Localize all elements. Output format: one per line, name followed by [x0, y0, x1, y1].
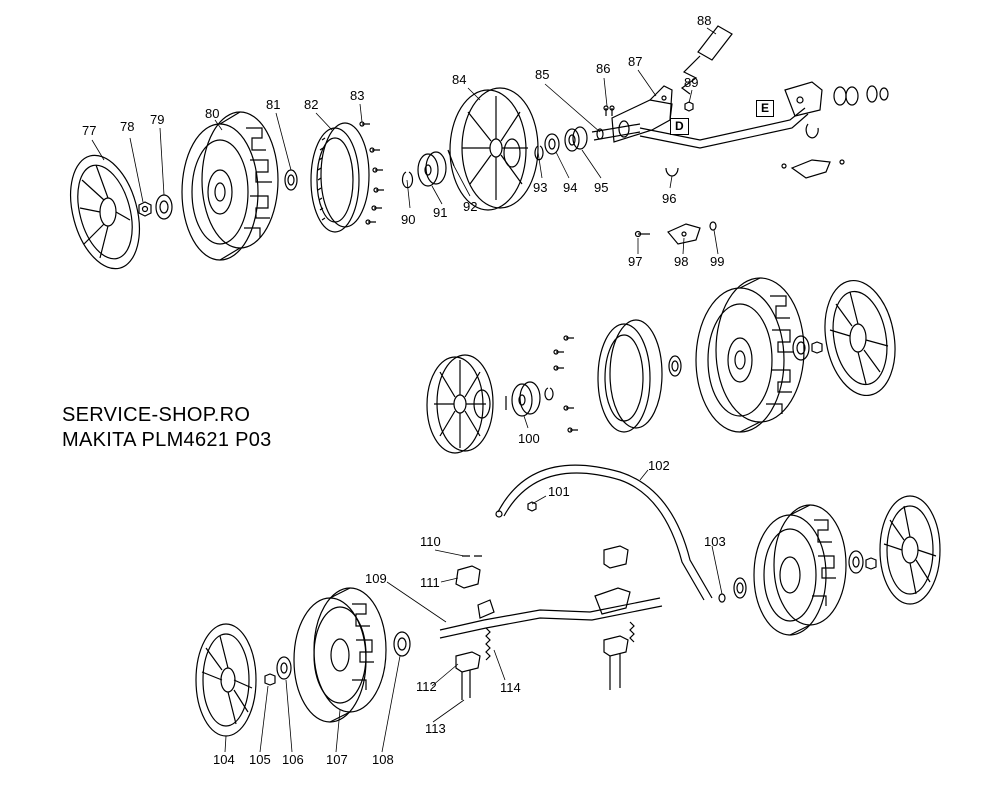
- hubcap-right-bottom: [879, 495, 941, 605]
- callout-79: 79: [150, 112, 165, 127]
- cover-disc-100: [426, 354, 494, 454]
- bolt-97: [634, 230, 650, 238]
- callout-101: 101: [548, 484, 570, 499]
- nut-89: [684, 101, 694, 112]
- caption-site: SERVICE-SHOP.RO: [62, 404, 251, 426]
- nut-101: [527, 501, 537, 512]
- callout-77: 77: [82, 123, 97, 138]
- spring-114: [485, 621, 635, 661]
- bearing-nut-right-bottom: [848, 550, 877, 574]
- washer-99: [709, 221, 717, 231]
- callout-93: 93: [533, 180, 548, 195]
- callout-114: 114: [500, 680, 521, 695]
- hubcap-104: [195, 623, 257, 737]
- callout-99: 99: [710, 254, 725, 269]
- right-bracket: [784, 81, 823, 139]
- callout-84: 84: [452, 72, 467, 87]
- marker-e: E: [756, 100, 775, 117]
- clip-96: [665, 167, 679, 177]
- callout-100: 100: [518, 431, 540, 446]
- clamp-set: [781, 159, 845, 179]
- callout-110: 110: [420, 534, 441, 549]
- callout-89: 89: [684, 75, 699, 90]
- bearing-middle-right: [792, 335, 823, 361]
- bearing-right-bottom: [733, 577, 747, 599]
- callout-109: 109: [365, 571, 387, 586]
- callout-102: 102: [648, 458, 670, 473]
- callout-82: 82: [304, 97, 319, 112]
- screws-86: [603, 105, 615, 116]
- right-bushings: [833, 85, 889, 106]
- shaft-85: [591, 120, 641, 141]
- ring-gear-middle: [597, 319, 663, 433]
- callout-107: 107: [326, 752, 348, 767]
- wheel-middle: [695, 277, 805, 433]
- washer-103: [718, 593, 726, 603]
- mount-110-111: [455, 555, 482, 589]
- callout-103: 103: [704, 534, 726, 549]
- callout-92: 92: [463, 199, 478, 214]
- screws-middle: [553, 335, 578, 433]
- axle-rod: [639, 107, 809, 149]
- callout-91: 91: [433, 205, 448, 220]
- cover-disc-84: [449, 87, 539, 211]
- callout-111: 111: [420, 575, 440, 590]
- callout-94: 94: [563, 180, 578, 195]
- callout-95: 95: [594, 180, 609, 195]
- bearing-108: [393, 631, 411, 657]
- callout-78: 78: [120, 119, 135, 134]
- callout-80: 80: [205, 106, 220, 121]
- callout-104: 104: [213, 752, 235, 767]
- callout-112: 112: [416, 679, 437, 694]
- wheel-107: [293, 587, 387, 723]
- pinion-91: [417, 151, 447, 187]
- ring-gear-82: [310, 122, 370, 233]
- lever-88: [680, 25, 733, 95]
- mount-right: [603, 545, 629, 690]
- caption-model: MAKITA PLM4621 P03: [62, 429, 272, 451]
- washer-94: [544, 133, 560, 155]
- callout-105: 105: [249, 752, 271, 767]
- bearing-79: [155, 194, 173, 220]
- callout-88: 88: [697, 13, 712, 28]
- clamp-98: [667, 223, 701, 245]
- callout-96: 96: [662, 191, 677, 206]
- callout-106: 106: [282, 752, 304, 767]
- bearing-middle: [668, 355, 682, 377]
- nut-105: [264, 673, 276, 686]
- callout-86: 86: [596, 61, 611, 76]
- marker-d: D: [670, 118, 689, 135]
- wheel-right-bottom: [753, 504, 847, 636]
- mount-112: [455, 651, 481, 700]
- callout-81: 81: [266, 97, 281, 112]
- callout-85: 85: [535, 67, 550, 82]
- wheel-80: [181, 111, 279, 261]
- bushing-95: [564, 126, 588, 152]
- hubcap-77: [70, 154, 140, 270]
- rear-axle: [439, 587, 663, 639]
- pin-92: [447, 149, 455, 167]
- pinion-gear: [505, 381, 554, 417]
- callout-90: 90: [401, 212, 416, 227]
- bearing-81: [284, 169, 298, 191]
- callout-83: 83: [350, 88, 365, 103]
- nut-78: [138, 201, 152, 217]
- callout-97: 97: [628, 254, 643, 269]
- leader-lines: [91, 27, 723, 753]
- hubcap-middle: [824, 279, 896, 397]
- bracket-87: [611, 85, 673, 143]
- callout-98: 98: [674, 254, 689, 269]
- height-lever-102: [495, 464, 713, 601]
- callout-113: 113: [425, 721, 446, 736]
- callout-87: 87: [628, 54, 643, 69]
- bearing-106: [276, 656, 292, 680]
- callout-108: 108: [372, 752, 394, 767]
